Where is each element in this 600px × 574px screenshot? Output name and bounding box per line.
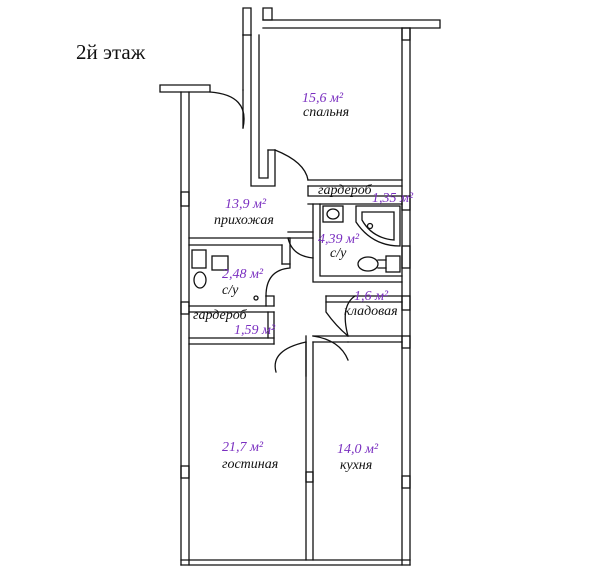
wc-small-walls: [188, 237, 291, 313]
wardrobe-left-name: гардероб: [193, 308, 247, 323]
living-name: гостиная: [222, 457, 279, 472]
hallway-name: прихожая: [214, 213, 274, 228]
left-exterior-wall: [159, 84, 245, 566]
floor-title: 2й этаж: [76, 40, 146, 64]
kitchen-name: кухня: [340, 458, 373, 473]
bathroom-main-name: с/у: [330, 246, 347, 261]
wc-small-area: 2,48 м²: [222, 267, 264, 282]
wardrobe-top-name: гардероб: [318, 183, 372, 198]
bedroom-outer-walls: [242, 7, 441, 187]
storage-walls: [325, 295, 403, 343]
bathroom-main-walls: [287, 203, 403, 283]
storage-name: кладовая: [344, 304, 398, 319]
bedroom-name: спальня: [303, 105, 350, 120]
right-exterior-wall: [401, 27, 411, 566]
wardrobe-top-area: 1,35 м²: [372, 191, 414, 206]
wardrobe-left-area: 1,59 м²: [234, 323, 276, 338]
hallway-area: 13,9 м²: [225, 197, 267, 212]
kitchen-area: 14,0 м²: [337, 442, 379, 457]
storage-area: 1,6 м²: [354, 289, 389, 304]
wc-small-name: с/у: [222, 283, 239, 298]
bottom-wall: [180, 559, 411, 566]
wardrobe-top-walls: [267, 149, 403, 205]
wardrobe-left-walls: [188, 311, 275, 345]
living-kitchen-partition: [274, 335, 349, 561]
living-area: 21,7 м²: [222, 440, 264, 455]
bedroom-area: 15,6 м²: [302, 91, 344, 106]
bathroom-main-area: 4,39 м²: [318, 232, 360, 247]
